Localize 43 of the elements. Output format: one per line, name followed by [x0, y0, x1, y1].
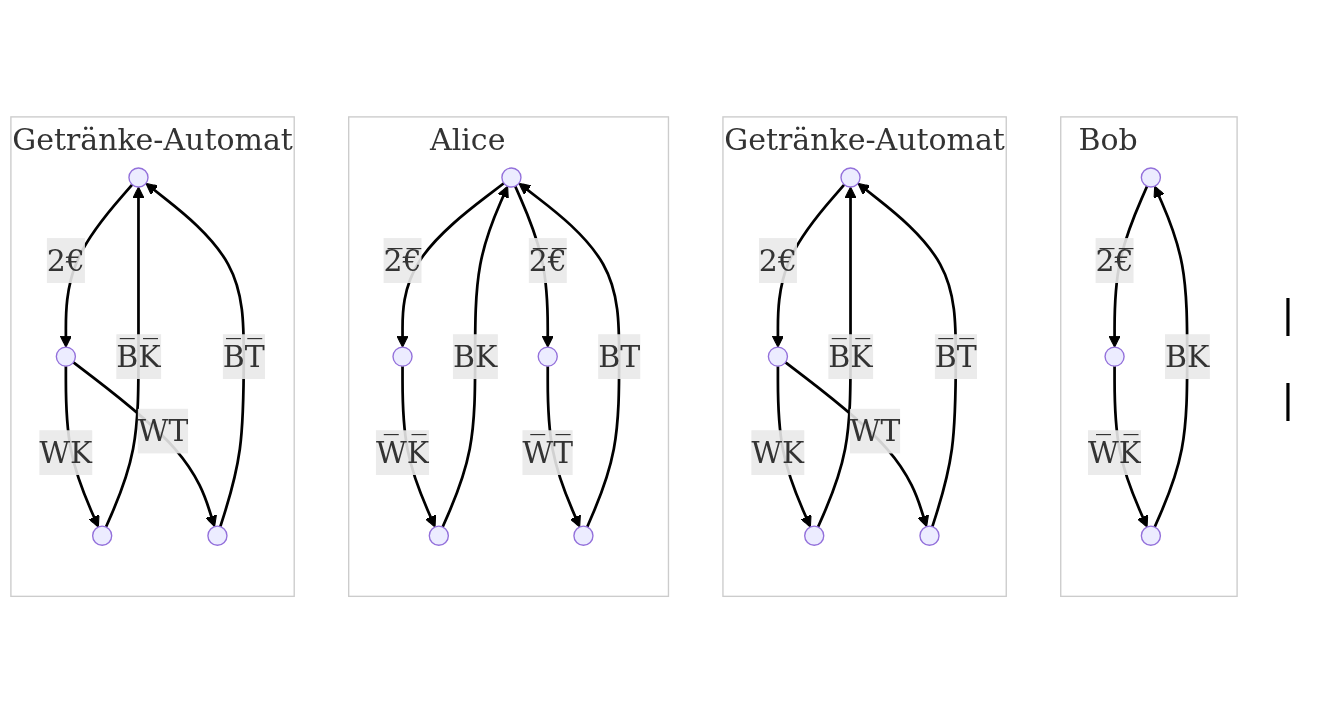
node-circle [501, 167, 522, 188]
edge-label: B̅T̅ [934, 339, 977, 374]
node-circle [91, 525, 113, 546]
edge-label: B̅K̅ [828, 339, 873, 374]
node-circle [767, 346, 789, 367]
arrow [441, 185, 509, 528]
node-circle [537, 346, 558, 367]
edge-label: 2€ [758, 243, 797, 278]
node-circle [573, 525, 594, 546]
edge-label: 2̅€̅ [383, 243, 422, 278]
edge-label: 2̅€̅ [1095, 243, 1134, 278]
edge-label: W̅K̅ [375, 435, 430, 470]
edge-label: BK [1164, 339, 1210, 374]
node-circle [207, 525, 228, 546]
parallel-bar-label: | [1282, 291, 1294, 337]
node-circle [55, 346, 77, 367]
edge-label: 2€ [46, 243, 85, 278]
node-circle [1140, 525, 1162, 546]
node-circle [128, 167, 149, 188]
node-circle [1104, 346, 1125, 367]
edge-label: B̅K̅ [116, 339, 161, 374]
edge-label: WT [849, 413, 901, 449]
parallel-bar-label: | [1282, 376, 1294, 422]
arrow [784, 361, 930, 528]
node-circle [919, 525, 940, 546]
node-circle [804, 525, 825, 546]
node-circle [392, 346, 413, 367]
edge-label: WK [39, 435, 93, 470]
edge-label: 2̅€̅ [528, 243, 567, 278]
edge-label: W̅T̅ [522, 435, 574, 470]
edge-label: WT [137, 413, 189, 449]
edge-label: B̅T̅ [222, 339, 265, 374]
edge-label: BT [598, 339, 641, 374]
node-circle [1140, 167, 1162, 188]
arrow [857, 182, 958, 527]
edge-label: W̅K̅ [1087, 435, 1142, 470]
arrow [396, 182, 505, 348]
node-circle [840, 167, 861, 188]
edge-label: BK [452, 339, 498, 374]
arrow [145, 182, 246, 527]
arrow [72, 361, 217, 528]
node-circle [428, 525, 450, 546]
edge-label: WK [751, 435, 805, 470]
